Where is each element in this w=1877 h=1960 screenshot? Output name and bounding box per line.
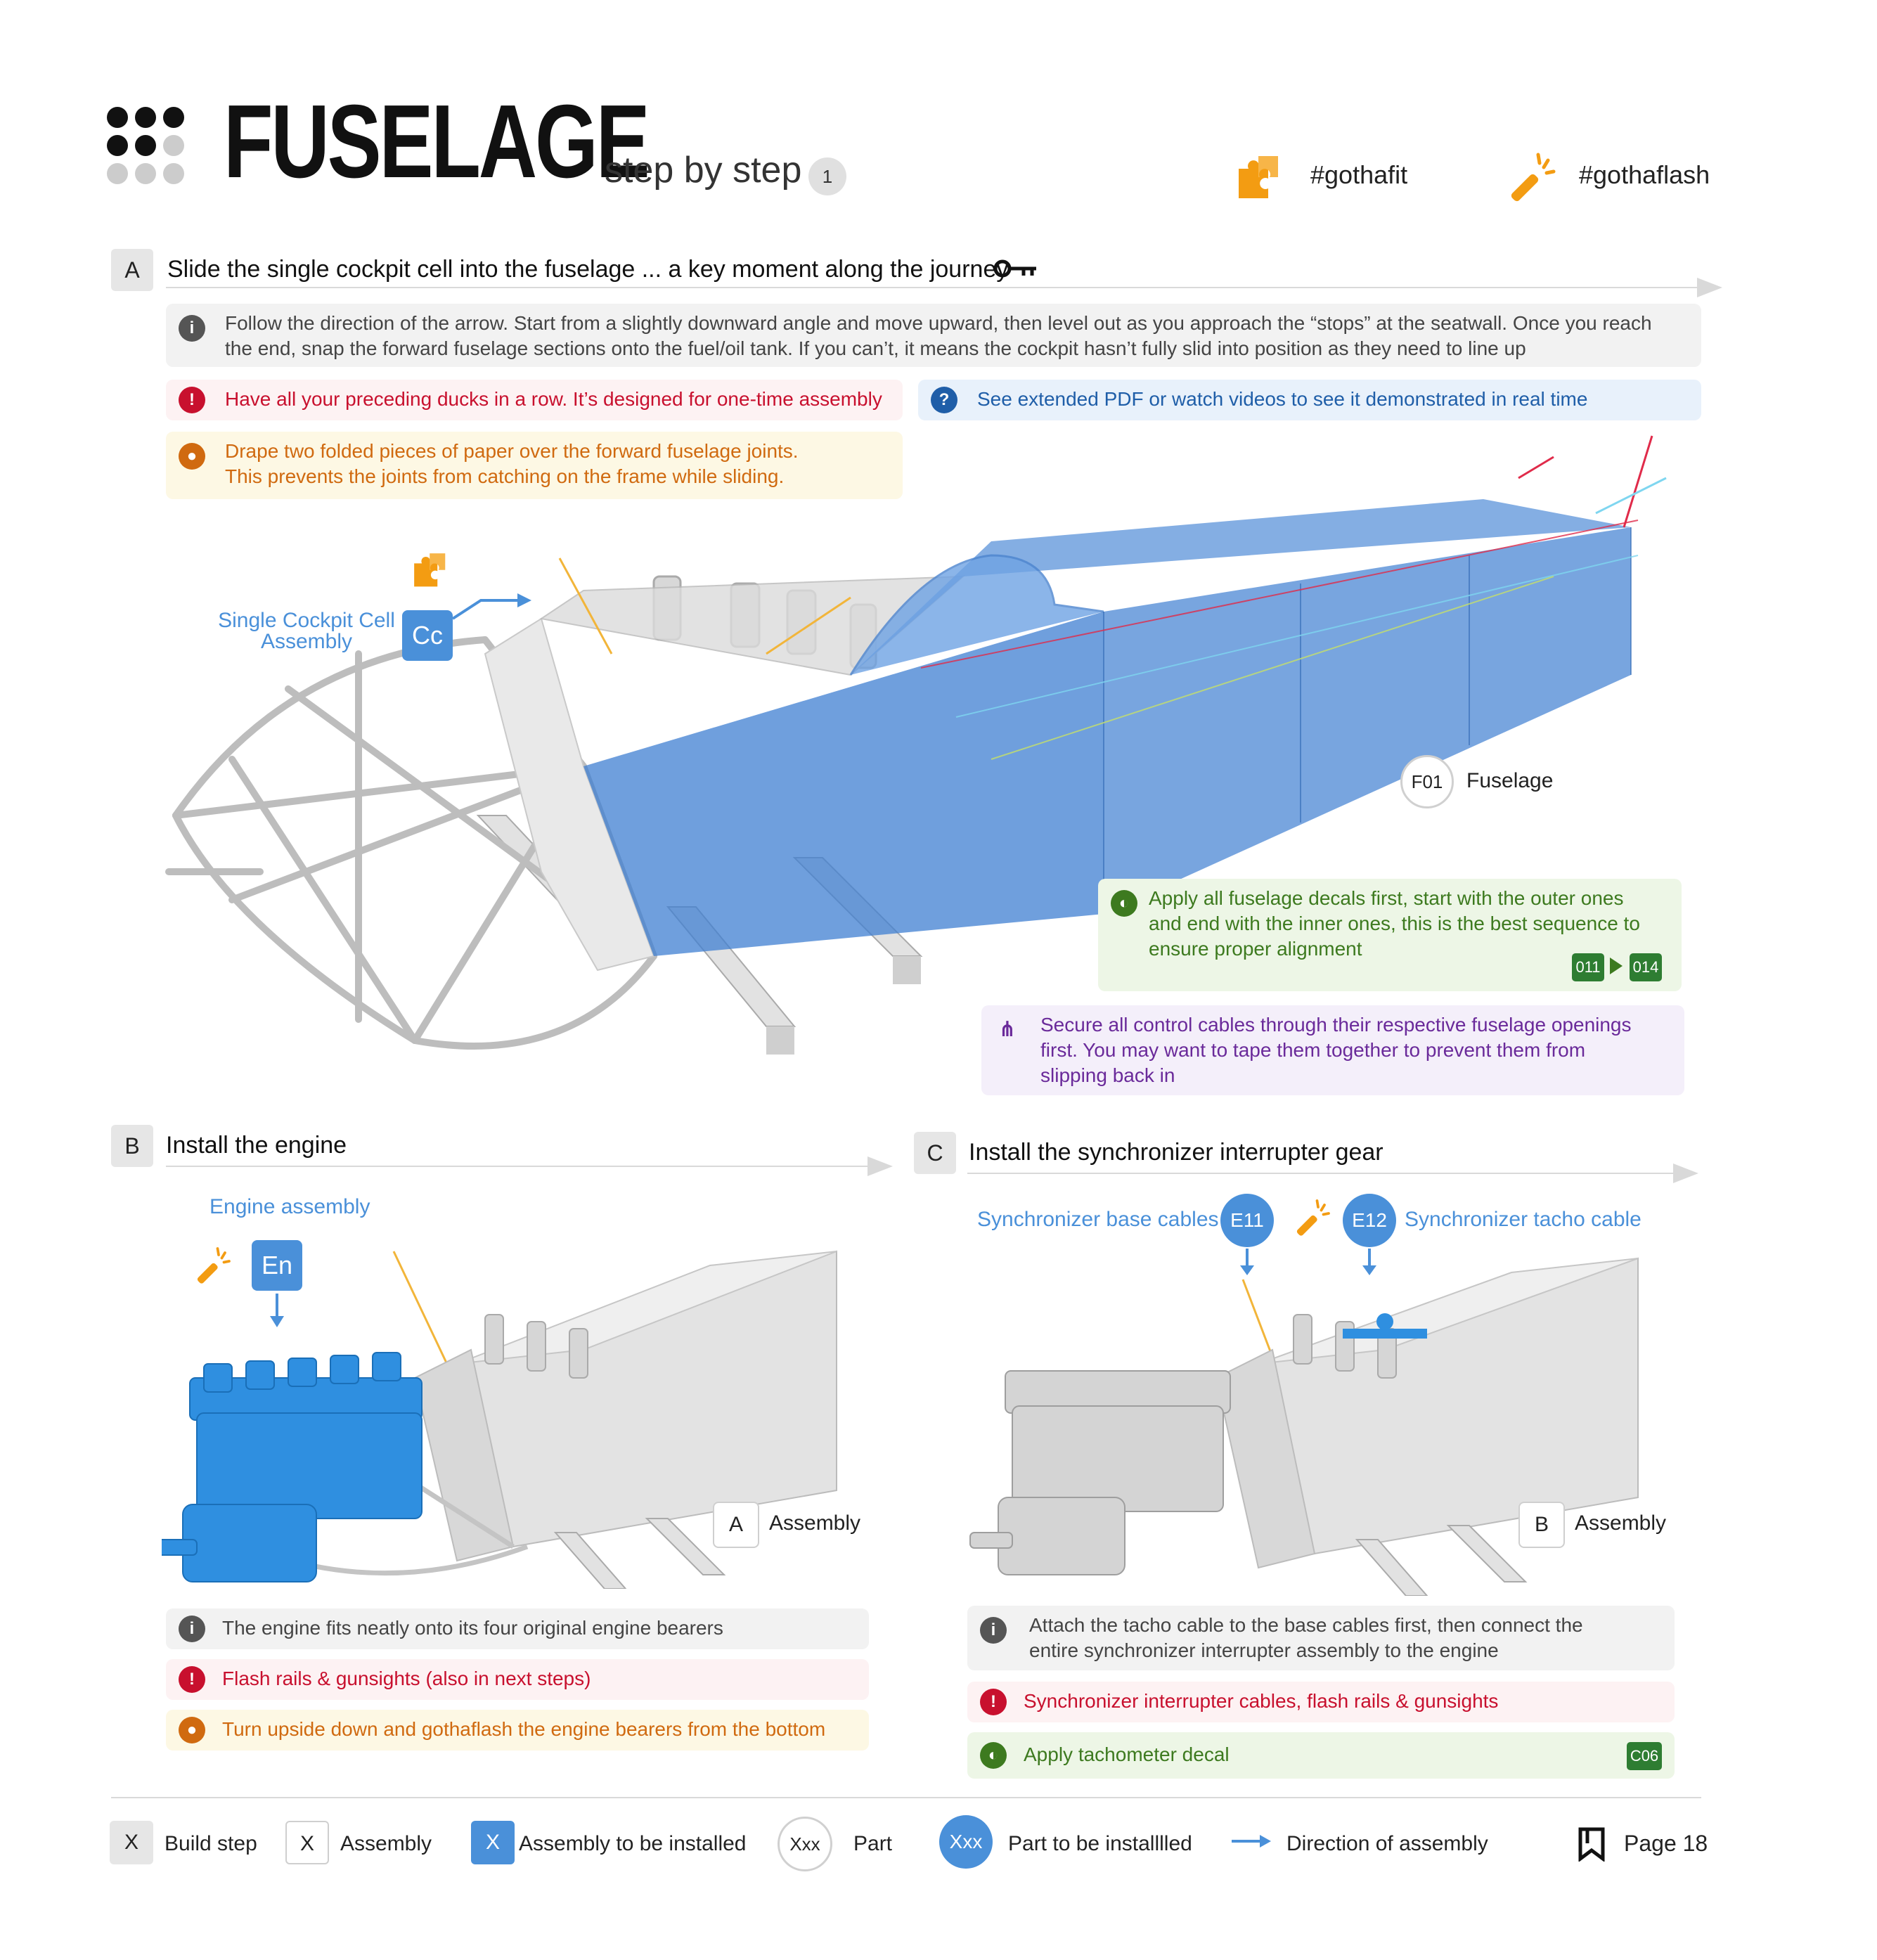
direction-arrow [451,593,531,620]
decal-icon: ◐ [1111,890,1137,917]
engine-install-illustration [162,1250,837,1589]
puzzle-icon [1239,156,1278,198]
step-number-badge: 1 [808,157,846,195]
step-a-cable-note: ⋔ Secure all control cables through thei… [981,1005,1684,1095]
fuselage-illustration [165,435,1667,1055]
legend-part: Part [853,1832,893,1855]
legend-part-symbol: Xxx [778,1817,832,1871]
step-c-warning-note: ! Synchronizer interrupter cables, flash… [967,1682,1675,1722]
info-icon: i [179,1616,205,1642]
legend-assembly-symbol: X [285,1821,329,1864]
step-b-warning-note: ! Flash rails & gunsights (also in next … [166,1659,869,1700]
step-b-title: Install the engine [166,1132,347,1159]
step-a-warning-note: ! Have all your preceding ducks in a row… [166,380,903,420]
step-a-label: A [111,249,153,291]
step-b-label: B [111,1125,153,1167]
warning-icon: ! [179,387,205,413]
tag-gothafit: #gothafit [1310,160,1408,189]
step-b-rule-arrow [867,1156,893,1176]
step-c-label: C [914,1132,956,1174]
decal-chip-from: 011 [1572,953,1604,981]
step-b-tip-note: ● Turn upside down and gothaflash the en… [166,1710,869,1751]
cable-icon: ⋔ [998,1018,1017,1041]
legend-build-step: Build step [165,1832,257,1855]
step-a-title: Slide the single cockpit cell into the f… [167,256,1009,283]
lightbulb-icon: ● [179,443,205,470]
fuselage-part-badge: F01 [1400,755,1454,808]
page-subtitle: step by step [605,150,802,191]
engine-assembly-label: Engine assembly [209,1195,370,1218]
info-icon: i [179,315,205,342]
tag-gothaflash: #gothaflash [1579,160,1710,189]
cockpit-assembly-label: Single Cockpit Cell Assembly [218,609,395,653]
wand-flash-icon-c [1296,1199,1330,1236]
tacho-cable-part-badge: E12 [1343,1194,1396,1247]
ref-assembly-a: A [713,1502,759,1548]
key-icon [993,259,1036,278]
decal-chip: C06 [1627,1742,1662,1770]
step-a-info-note: i Follow the direction of the arrow. Sta… [166,304,1701,367]
base-cables-label: Synchronizer base cables [977,1208,1219,1231]
fuselage-part-label: Fuselage [1466,769,1554,792]
warning-icon: ! [179,1666,205,1693]
legend-part-install: Part to be installlled [1008,1832,1192,1855]
puzzle-icon-small [414,553,446,587]
step-b-info-note: i The engine fits neatly onto its four o… [166,1608,869,1649]
direction-arrow-icon [1232,1835,1271,1848]
ref-assembly-b-label: Assembly [1575,1511,1667,1535]
step-a-rule-arrow [1697,278,1722,297]
ref-assembly-a-label: Assembly [769,1511,861,1535]
step-a-tip-note: ● Drape two folded pieces of paper over … [166,432,903,499]
wand-flash-icon-b [197,1247,231,1284]
step-c-title: Install the synchronizer interrupter gea… [969,1139,1383,1166]
legend-part-install-symbol: Xxx [939,1815,993,1869]
page-number: Page 18 [1624,1831,1708,1856]
step-c-info-note: i Attach the tacho cable to the base cab… [967,1606,1675,1670]
legend-build-step-symbol: X [110,1821,153,1864]
lightbulb-icon: ● [179,1717,205,1743]
legend-assembly-install-symbol: X [471,1821,515,1864]
legend-direction: Direction of assembly [1286,1832,1488,1855]
help-icon: ? [931,387,957,413]
step-a-help-note: ? See extended PDF or watch videos to se… [918,380,1701,420]
footer-rule [111,1797,1701,1798]
base-cables-part-badge: E11 [1220,1194,1274,1247]
cockpit-assembly-badge: Cc [402,610,453,661]
step-c-decal-note: ◐ Apply tachometer decal C06 [967,1732,1675,1779]
synchronizer-illustration [969,1249,1639,1596]
legend-assembly-install: Assembly to be installed [519,1832,747,1855]
ref-assembly-b: B [1518,1502,1565,1548]
tacho-cable-label: Synchronizer tacho cable [1405,1208,1641,1231]
wand-flash-icon [1511,153,1556,202]
decal-icon: ◐ [980,1742,1007,1769]
step-b-rule [166,1166,869,1167]
step-a-rule [166,287,1698,288]
engine-assembly-badge: En [252,1240,302,1291]
step-c-rule-arrow [1673,1163,1698,1183]
brand-dots-icon [107,107,191,191]
step-c-rule [967,1173,1675,1174]
legend-assembly: Assembly [340,1832,432,1855]
decal-chip-to: 014 [1630,953,1662,981]
page-title: FUSELAGE [224,84,650,200]
decal-range-arrow [1610,958,1623,974]
bookmark-icon [1578,1827,1605,1862]
step-a-decal-note: ◐ Apply all fuselage decals first, start… [1098,879,1682,991]
info-icon: i [980,1617,1007,1644]
warning-icon: ! [980,1689,1007,1715]
